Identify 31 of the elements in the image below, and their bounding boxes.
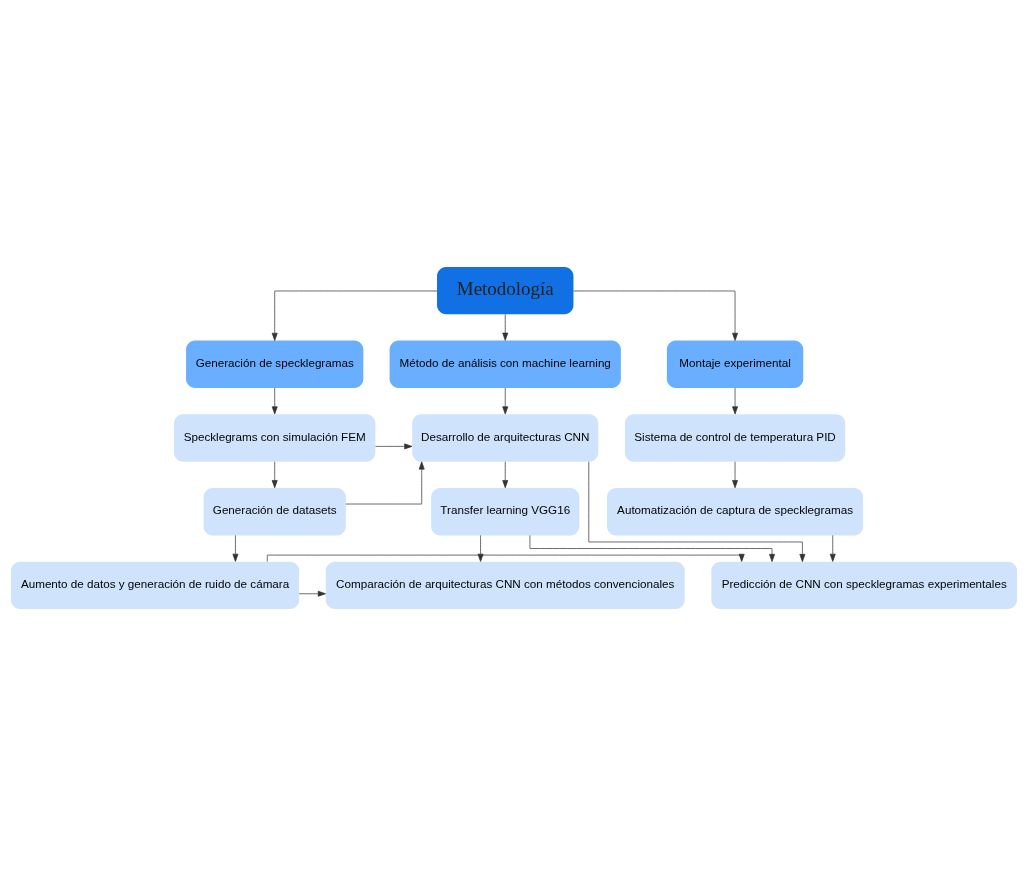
arrow	[345, 460, 425, 504]
node-box: Generación de specklegramas	[186, 340, 364, 388]
arrow	[232, 534, 239, 562]
node-box: Automatización de captura de specklegramas	[607, 487, 864, 535]
arrow	[375, 442, 413, 449]
node-box: Transfer learning VGG16	[431, 487, 580, 535]
node-box: Método de análisis con machine learning	[389, 340, 621, 388]
arrow	[502, 460, 509, 488]
node-box: Desarrollo de arquitecturas CNN	[412, 413, 599, 462]
arrow	[588, 461, 806, 562]
arrow	[271, 387, 278, 414]
arrow	[829, 534, 836, 562]
node-box: Generación de datasets	[203, 487, 346, 535]
node-box: Specklegrams con simulación FEM	[174, 413, 376, 462]
arrow	[266, 553, 745, 562]
arrow	[502, 313, 509, 341]
node-box: Comparación de arquitecturas CNN con métodos convencionales	[325, 561, 685, 609]
arrow	[477, 534, 484, 562]
node-box: Metodología	[437, 266, 574, 314]
arrow	[732, 460, 738, 488]
arrow	[529, 534, 775, 562]
arrow	[732, 387, 738, 414]
node-box: Sistema de control de temperatura PID	[624, 413, 846, 462]
arrow	[271, 290, 438, 341]
node-box: Predicción de CNN con specklegramas experimentales	[711, 561, 1018, 609]
arrow	[298, 590, 326, 597]
arrow	[573, 290, 738, 341]
arrow	[271, 460, 278, 488]
node-box: Aumento de datos y generación de ruido de cámara	[10, 561, 300, 609]
node-box: Montaje experimental	[666, 340, 804, 388]
arrow	[502, 387, 509, 414]
